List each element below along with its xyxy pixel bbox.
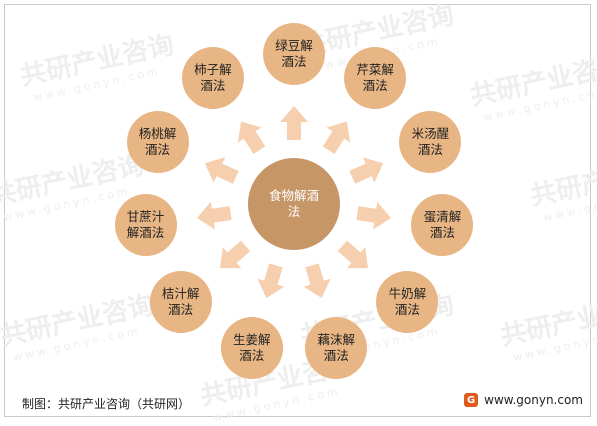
arrow-icon <box>237 121 266 154</box>
arrow-icon <box>196 201 232 230</box>
remedy-node: 甘蔗汁解酒法 <box>114 194 177 257</box>
gonyn-logo-icon: G <box>464 393 479 407</box>
remedy-node: 绿豆解酒法 <box>263 23 325 85</box>
arrow-icon <box>219 240 251 269</box>
website-label: www.gonyn.com <box>484 393 583 407</box>
remedy-node: 生姜解酒法 <box>220 316 283 379</box>
remedy-node: 桔汁解酒法 <box>149 271 212 334</box>
remedy-node-label: 柿子解酒法 <box>194 61 232 93</box>
remedy-node: 米汤醒酒法 <box>399 110 462 173</box>
remedy-node-label: 蛋清解酒法 <box>423 209 462 241</box>
remedy-node: 芹菜解酒法 <box>344 46 407 109</box>
arrow-icon <box>322 121 351 154</box>
arrow-icon <box>349 157 384 184</box>
arrow-icon <box>303 263 331 299</box>
brand-footer: G www.gonyn.com <box>464 393 583 407</box>
remedy-node-label: 牛奶解酒法 <box>388 286 427 318</box>
remedy-node-label: 藕沫解酒法 <box>317 331 355 363</box>
remedy-node-label: 杨桃解酒法 <box>138 125 177 157</box>
arrow-icon <box>337 240 369 269</box>
arrow-icon <box>204 157 239 184</box>
remedy-node-label: 桔汁解酒法 <box>161 286 200 318</box>
arrow-icon <box>356 201 392 230</box>
remedy-node: 藕沫解酒法 <box>305 316 368 379</box>
remedy-node: 蛋清解酒法 <box>411 194 474 257</box>
center-node-label: 食物解酒法 <box>268 188 319 219</box>
remedy-node: 柿子解酒法 <box>181 46 244 109</box>
remedy-node: 牛奶解酒法 <box>376 271 439 334</box>
arrow-icon <box>257 263 285 299</box>
remedy-node-label: 生姜解酒法 <box>232 331 271 363</box>
remedy-node: 杨桃解酒法 <box>126 110 189 173</box>
source-caption: 制图：共研产业咨询（共研网） <box>22 397 191 411</box>
remedy-node-label: 甘蔗汁解酒法 <box>126 209 165 241</box>
center-node: 食物解酒法 <box>248 158 340 250</box>
remedy-node-label: 绿豆解酒法 <box>275 38 313 69</box>
arrow-icon <box>280 106 308 140</box>
remedy-node-label: 米汤醒酒法 <box>411 125 450 157</box>
remedy-node-label: 芹菜解酒法 <box>356 61 394 93</box>
